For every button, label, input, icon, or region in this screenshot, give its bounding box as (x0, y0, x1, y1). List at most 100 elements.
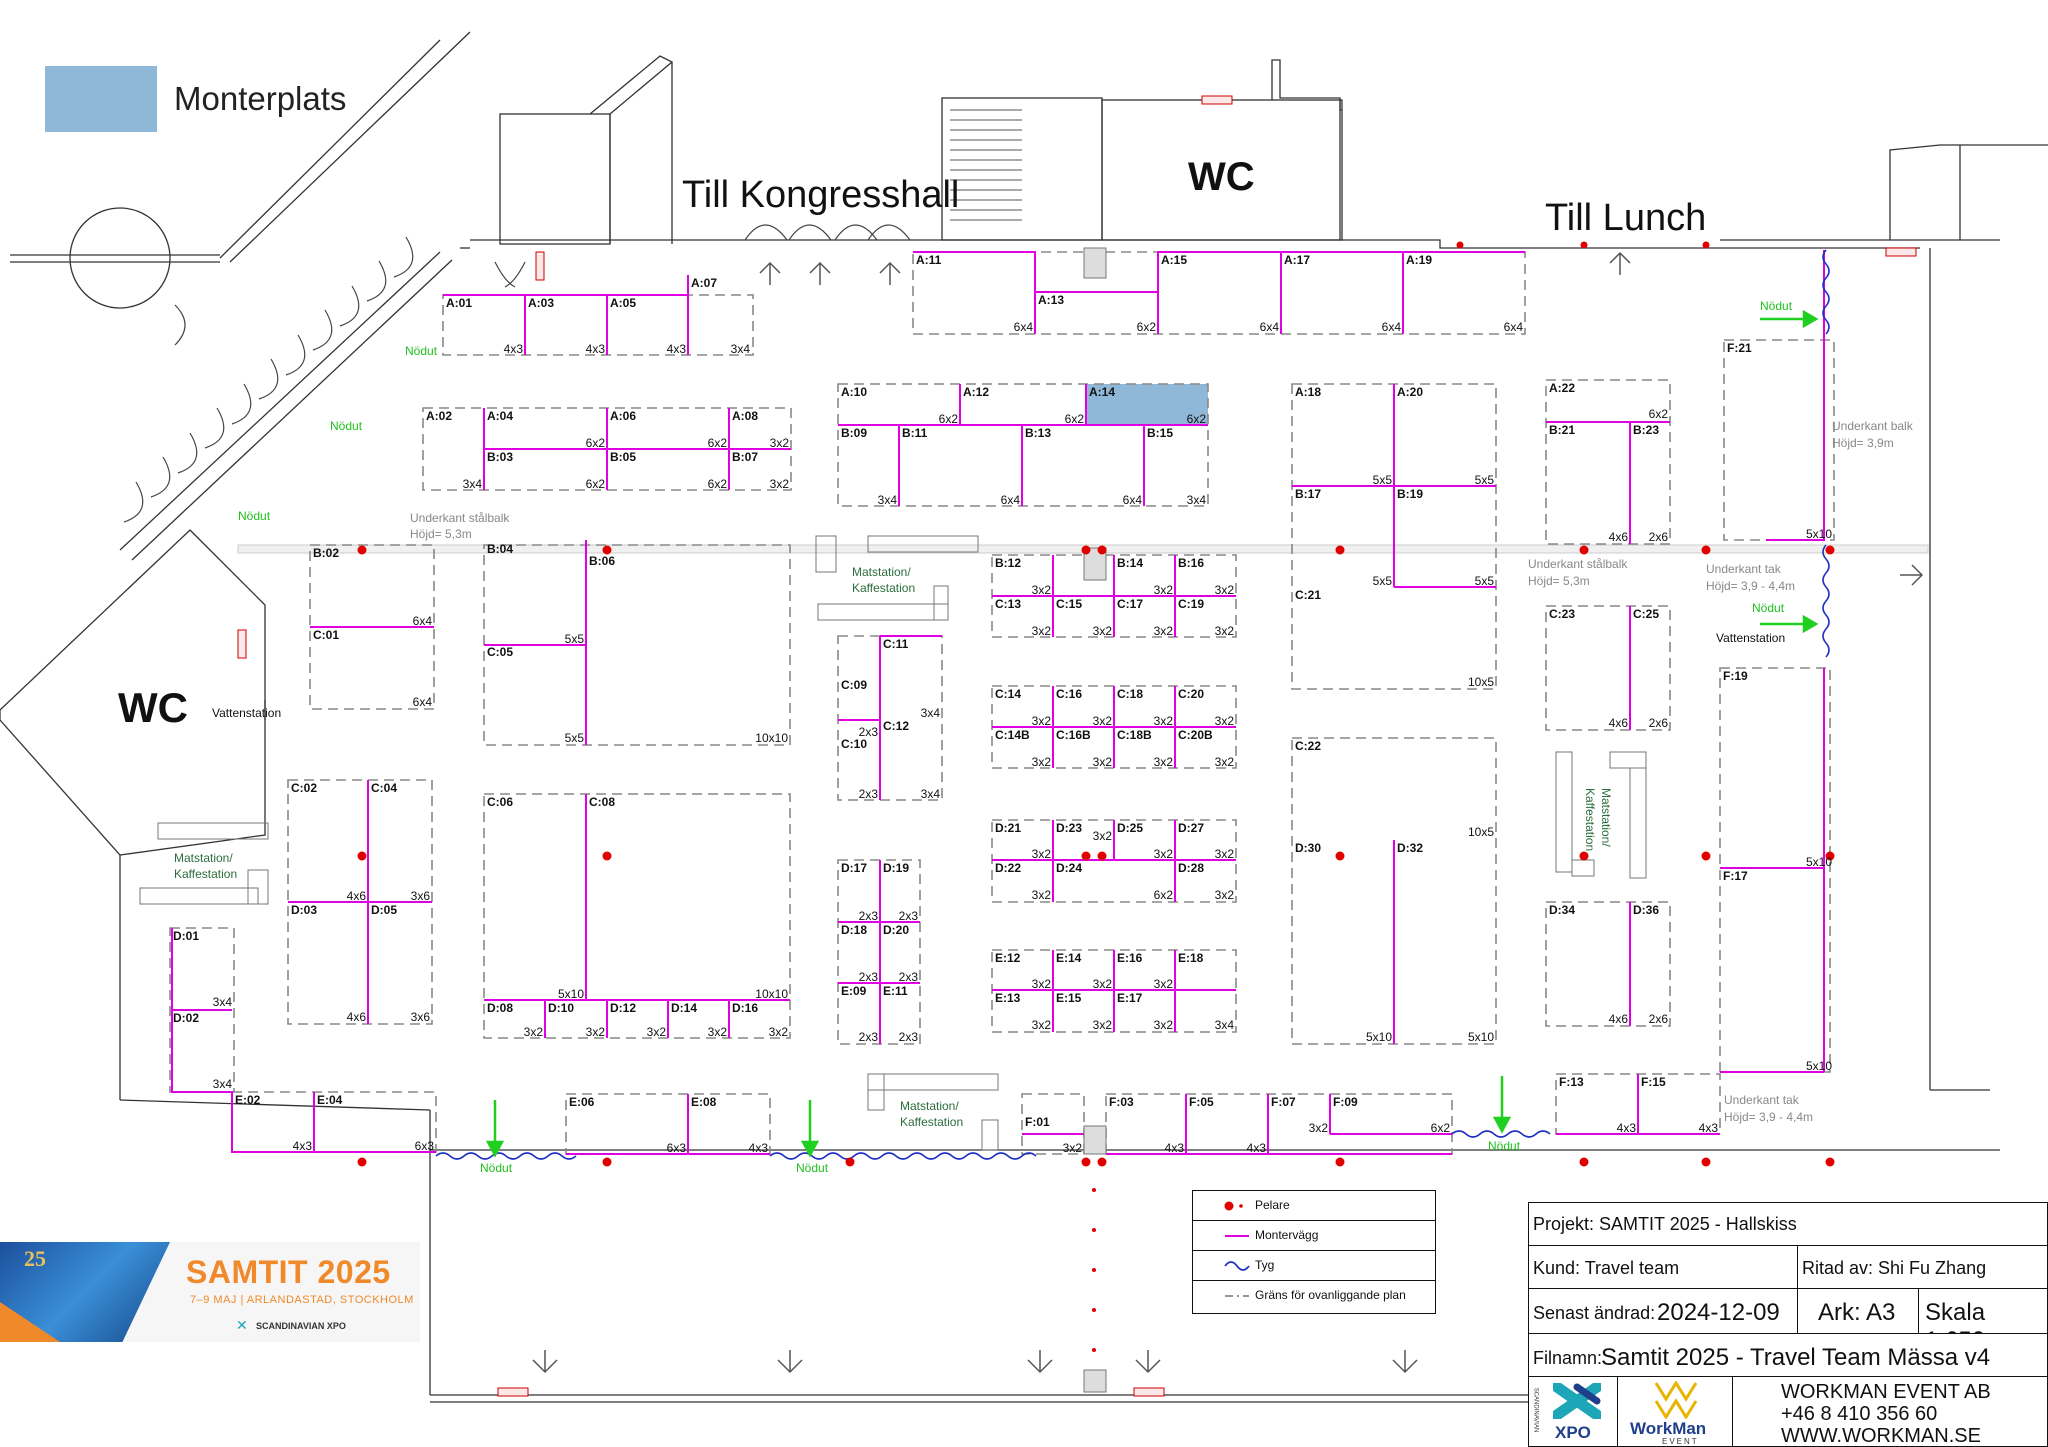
booth-size: 3x2 (1032, 583, 1052, 597)
tb-senast-value: 2024-12-09 (1657, 1299, 1780, 1326)
booth-size: 6x4 (413, 695, 433, 709)
booth-size: 2x3 (859, 1030, 879, 1044)
booth-id: C:11 (883, 637, 909, 651)
banner-org: SCANDINAVIAN XPO (256, 1321, 346, 1331)
booth-id: F:17 (1723, 869, 1748, 883)
booth-a14-highlight (1086, 384, 1208, 426)
booth-size: 6x2 (586, 436, 606, 450)
booth-size: 3x2 (1032, 977, 1052, 991)
booth-size: 3x2 (1215, 847, 1235, 861)
heading-wc-left: WC (118, 684, 188, 731)
booth-id: E:06 (569, 1095, 595, 1109)
booth-id: C:16B (1056, 728, 1091, 742)
booth-size: 5x5 (565, 632, 585, 646)
exit-label: Nödut (1488, 1139, 1521, 1153)
booth-id: A:18 (1295, 385, 1321, 399)
booth-size: 3x2 (770, 436, 790, 450)
booth-size: 3x4 (921, 706, 941, 720)
booth-size: 5x5 (1475, 574, 1495, 588)
booth-id: D:30 (1295, 841, 1321, 855)
booth-size: 4x6 (1609, 530, 1629, 544)
booth-size: 10x5 (1468, 675, 1494, 689)
tb-company-web: WWW.WORKMAN.SE (1781, 1425, 1981, 1447)
booth-id: C:16 (1056, 687, 1082, 701)
booth-size: 6x4 (1504, 320, 1524, 334)
booth-size: 3x2 (1093, 624, 1113, 638)
booth-size: 5x5 (1475, 473, 1495, 487)
booth-size: 6x2 (1065, 412, 1085, 426)
station-label: Kaffestation (900, 1115, 963, 1129)
booth-size: 6x4 (413, 614, 433, 628)
tb-logo-workman-small: EVENT (1662, 1437, 1699, 1446)
booth-size: 2x6 (1649, 530, 1669, 544)
station-label: Kaffestation (174, 867, 237, 881)
booth-size: 3x6 (411, 1010, 431, 1024)
booth-size: 5x10 (1806, 527, 1832, 541)
booth-size: 3x2 (1154, 847, 1174, 861)
booth-id: F:03 (1109, 1095, 1134, 1109)
tb-projekt: Projekt: SAMTIT 2025 - Hallskiss (1528, 1202, 2048, 1246)
booth-size: 6x4 (1001, 493, 1021, 507)
booth-size: 3x4 (463, 477, 483, 491)
booth-size: 2x3 (899, 970, 919, 984)
booth-size: 4x3 (1247, 1141, 1267, 1155)
booth-id: D:27 (1178, 821, 1204, 835)
booth-id: B:06 (589, 554, 615, 568)
booth-id: C:08 (589, 795, 615, 809)
booth-id: E:18 (1178, 951, 1204, 965)
booth-id: C:23 (1549, 607, 1575, 621)
booth-size-labels: 4x3 4x3 4x3 3x4 6x4 6x2 6x4 6x4 6x4 3x4 … (213, 320, 1833, 1155)
booth-size: 6x2 (1137, 320, 1157, 334)
exit-label: Nödut (330, 419, 363, 433)
booth-size: 4x3 (1617, 1121, 1637, 1135)
note-tak-2: Underkant tak (1724, 1093, 1800, 1107)
tb-logo-xpo-small: SCANDINAVIAN (1532, 1387, 1539, 1433)
tb-skala: Skala 1:650 (1918, 1288, 2048, 1354)
banner-badge: 25 (24, 1246, 46, 1271)
booth-size: 3x2 (1215, 583, 1235, 597)
booth-id: C:14B (995, 728, 1030, 742)
tb-logo-workman: WorkMan EVENT (1617, 1376, 1733, 1447)
booth-size: 3x2 (708, 1025, 728, 1039)
booth-size: 3x2 (1154, 1018, 1174, 1032)
booth-id: B:21 (1549, 423, 1575, 437)
booth-size: 5x5 (1373, 473, 1393, 487)
booth-id: D:16 (732, 1001, 758, 1015)
banner-title: SAMTIT 2025 (186, 1254, 391, 1290)
booth-id: B:17 (1295, 487, 1321, 501)
booth-id: A:04 (487, 409, 513, 423)
tb-company-name: WORKMAN EVENT AB (1781, 1381, 1991, 1403)
booth-size: 3x4 (213, 995, 233, 1009)
legend-tyg-label: Tyg (1255, 1258, 1275, 1272)
booth-size: 4x6 (1609, 1012, 1629, 1026)
booth-size: 3x2 (1093, 755, 1113, 769)
booth-id: E:12 (995, 951, 1021, 965)
booth-id: C:20 (1178, 687, 1204, 701)
note-stalbalk-right-height: Höjd= 5,3m (1528, 574, 1590, 588)
booth-id: F:19 (1723, 669, 1748, 683)
booth-id: C:18 (1117, 687, 1143, 701)
note-stalbalk-left: Underkant stålbalk (410, 511, 510, 525)
xpo-logo-icon (1553, 1383, 1601, 1419)
legend-pelare-label: Pelare (1255, 1198, 1290, 1212)
tb-ark-text: Ark: A3 (1818, 1299, 1896, 1326)
entrance-arrows-bottom (532, 1350, 1418, 1374)
event-banner: 25 SAMTIT 2025 7–9 MAJ | ARLANDASTAD, ST… (0, 1242, 420, 1342)
booth-id: A:15 (1161, 253, 1187, 267)
note-tak-2-height: Höjd= 3,9 - 4,4m (1724, 1110, 1813, 1124)
booth-id: B:07 (732, 450, 758, 464)
station-label: Kaffestation (852, 581, 915, 595)
booth-size: 6x4 (1260, 320, 1280, 334)
booth-id: D:24 (1056, 861, 1082, 875)
booth-id: A:06 (610, 409, 636, 423)
booth-id: B:16 (1178, 556, 1204, 570)
booth-id: C:04 (371, 781, 397, 795)
booth-size: 6x2 (939, 412, 959, 426)
booth-id: C:21 (1295, 588, 1321, 602)
building-outline (0, 31, 2048, 1403)
booth-size: 3x2 (1215, 714, 1235, 728)
booth-id: E:11 (883, 984, 908, 998)
tb-company: WORKMAN EVENT AB +46 8 410 356 60 WWW.WO… (1732, 1376, 2048, 1447)
booth-id: C:15 (1056, 597, 1082, 611)
